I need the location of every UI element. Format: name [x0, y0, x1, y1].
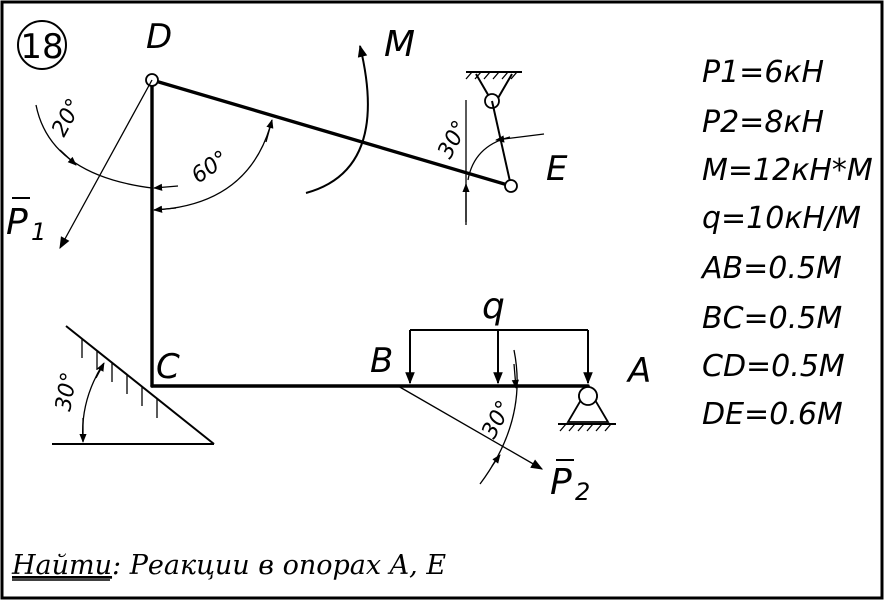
label-m: M	[384, 24, 415, 65]
distributed-load-q	[405, 329, 593, 385]
given-p1: P1=6кН	[702, 55, 824, 90]
angle-arc-d-de	[153, 119, 274, 213]
label-p1: P 1	[6, 197, 46, 246]
problem-number: 18	[20, 27, 63, 67]
task-label: Найти	[11, 550, 112, 581]
label-e: E	[546, 149, 568, 189]
task-text: : Реакции в опорах A, E	[112, 550, 446, 581]
given-de: DE=0.6М	[702, 397, 843, 432]
force-p1	[35, 79, 153, 250]
label-p2: P 2	[550, 459, 590, 506]
hinge-e	[504, 179, 518, 193]
support-c-incline	[52, 325, 215, 445]
given-bc: BC=0.5М	[702, 301, 842, 336]
force-p2	[397, 349, 544, 485]
svg-text:Найти: Реакции в опорах A, E: Найти: Реакции в опорах A, E	[11, 550, 446, 581]
given-values: P1=6кН P2=8кН M=12кН*М q=10кН/М AB=0.5М …	[700, 55, 873, 432]
member-de	[150, 78, 513, 188]
svg-text:1: 1	[31, 218, 46, 246]
support-a	[558, 386, 616, 432]
task-statement: Найти: Реакции в опорах A, E	[11, 550, 446, 581]
angle-label-d-p1: 20°	[47, 95, 87, 141]
given-cd: CD=0.5М	[702, 349, 845, 384]
given-ab: AB=0.5М	[700, 251, 842, 286]
given-p2: P2=8кН	[702, 105, 824, 140]
label-a: A	[626, 351, 651, 391]
label-q: q	[482, 286, 505, 327]
support-e	[462, 71, 545, 225]
label-c: C	[156, 347, 180, 387]
label-d: D	[146, 17, 172, 57]
given-q: q=10кН/М	[702, 201, 861, 236]
svg-text:2: 2	[575, 478, 590, 506]
moment-m	[305, 44, 369, 194]
problem-number-badge: 18	[17, 20, 67, 70]
svg-text:P: P	[550, 462, 572, 503]
label-b: B	[370, 341, 393, 381]
given-m: M=12кН*М	[702, 153, 873, 188]
angle-label-incline: 30°	[51, 370, 82, 413]
angle-label-d-de: 60°	[187, 146, 233, 189]
svg-text:P: P	[6, 202, 28, 243]
angle-label-e: 30°	[433, 117, 473, 163]
